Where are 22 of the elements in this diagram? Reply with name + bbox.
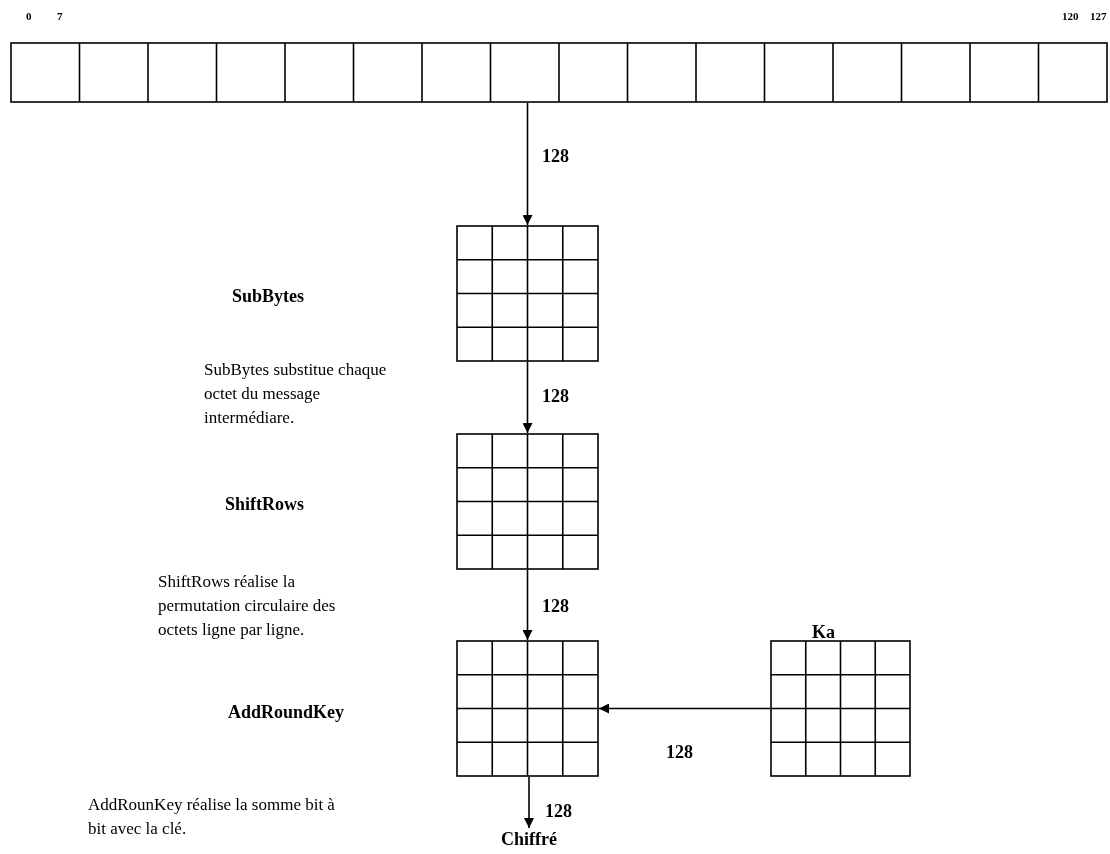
step-title: Ka — [812, 622, 836, 643]
arrow — [522, 102, 533, 226]
step-description: SubBytes substitue chaque octet du message intermédiare. — [204, 359, 388, 429]
state-grid — [770, 640, 911, 777]
step-description: ShiftRows réalise la permutation circulaire des octets ligne par ligne. — [158, 571, 337, 641]
byte-array — [10, 42, 1108, 103]
step-title: AddRoundKey — [228, 702, 346, 723]
state-grid — [456, 225, 599, 362]
bit-index: 7 — [57, 10, 63, 22]
step-title: SubBytes — [232, 286, 306, 307]
arrow — [598, 703, 771, 714]
arrow — [522, 569, 533, 641]
state-grid — [456, 433, 599, 570]
bit-index: 127 — [1090, 10, 1107, 22]
bit-index: 0 — [26, 10, 32, 22]
step-description: AddRounKey réalise la somme bit à bit avec la clé. — [88, 794, 336, 840]
arrow — [524, 776, 534, 829]
bit-index: 120 — [1062, 10, 1079, 22]
output-label: Chiffré — [484, 828, 574, 850]
step-title: ShiftRows — [225, 494, 305, 515]
arrow — [522, 361, 533, 434]
state-grid — [456, 640, 599, 777]
